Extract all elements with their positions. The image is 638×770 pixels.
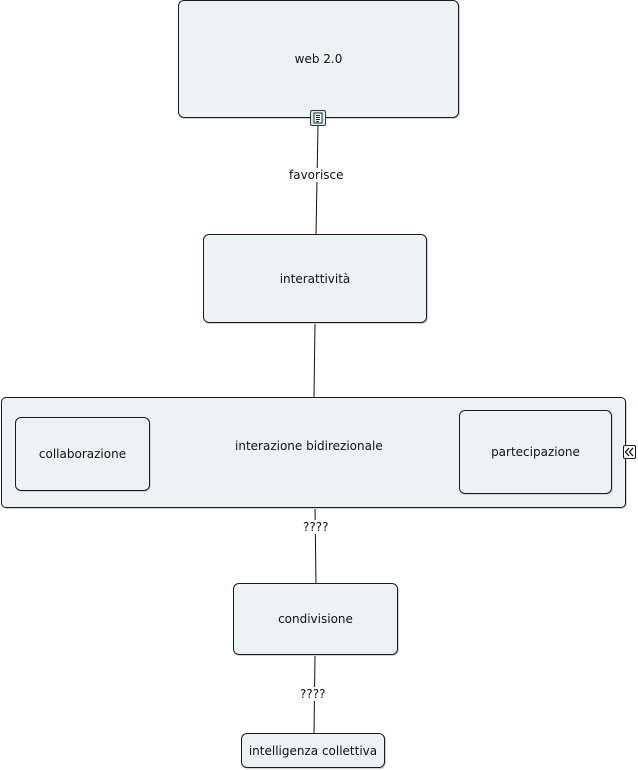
node-web-2-0-label: web 2.0	[294, 52, 343, 66]
node-interattivita-label: interattività	[279, 271, 351, 286]
node-partecipazione[interactable]: partecipazione	[459, 410, 612, 494]
link-label-interazione-bidirezionale[interactable]: interazione bidirezionale	[234, 439, 384, 453]
link-label-favorisce[interactable]: favorisce	[288, 168, 345, 182]
node-condivisione-label: condivisione	[278, 612, 353, 626]
link-interattivita-group-line	[313, 322, 316, 398]
node-collaborazione-label: collaborazione	[38, 447, 127, 461]
node-intelligenza-collettiva[interactable]: intelligenza collettiva	[241, 733, 385, 768]
collapse-arrows-icon[interactable]	[623, 445, 636, 459]
node-web-2-0[interactable]: web 2.0	[178, 0, 459, 118]
link-label-group-condivisione[interactable]: ????	[302, 520, 330, 534]
link-label-condivisione-intelligenza[interactable]: ????	[299, 687, 327, 701]
link-group-condivisione-line	[314, 506, 317, 585]
node-intelligenza-collettiva-label: intelligenza collettiva	[248, 743, 378, 758]
node-partecipazione-label: partecipazione	[491, 445, 580, 459]
node-collaborazione[interactable]: collaborazione	[15, 417, 150, 491]
node-interattivita[interactable]: interattività	[203, 234, 427, 323]
node-condivisione[interactable]: condivisione	[233, 583, 398, 655]
document-icon[interactable]	[310, 110, 326, 126]
